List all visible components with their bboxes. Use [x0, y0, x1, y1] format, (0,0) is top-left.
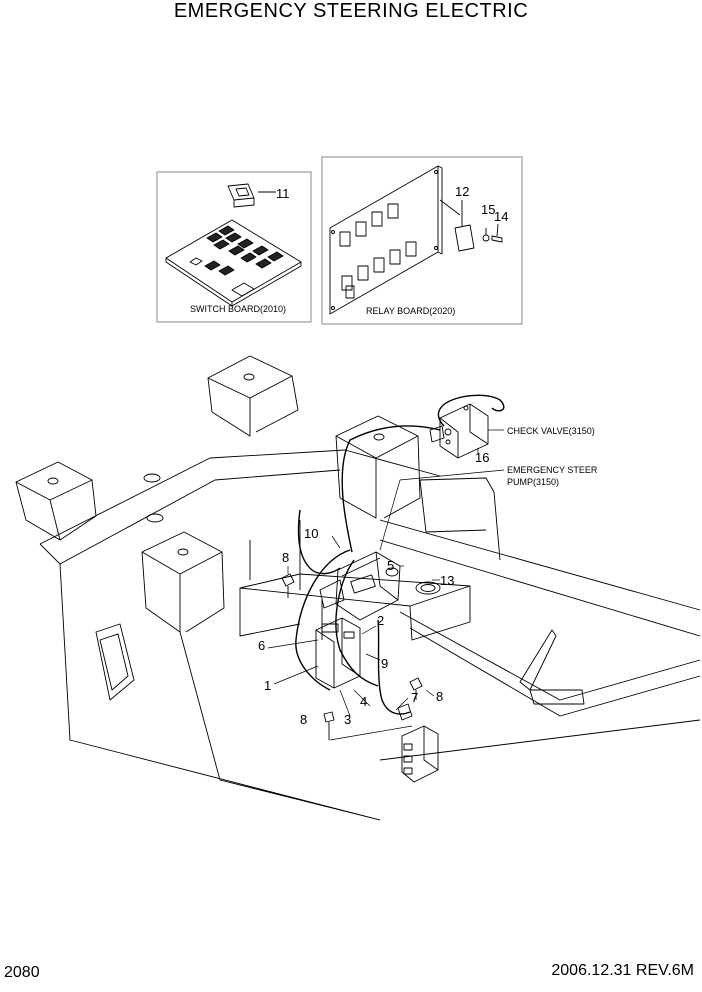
switch-board-caption: SWITCH BOARD(2010): [190, 304, 286, 314]
page-title: EMERGENCY STEERING ELECTRIC: [173, 0, 529, 22]
part-number-6: 6: [258, 638, 265, 653]
part-number-7: 7: [411, 690, 418, 705]
relay-box-drawing: [315, 617, 361, 689]
part-number-1: 1: [264, 678, 271, 693]
emergency-steer-callout-line2: PUMP(3150): [507, 477, 559, 487]
check-valve-callout: CHECK VALVE(3150): [507, 426, 595, 436]
part-number-14: 14: [494, 209, 508, 224]
part-number-8-right: 8: [436, 689, 443, 704]
relay-board-caption: RELAY BOARD(2020): [366, 306, 455, 316]
part-number-3: 3: [344, 712, 351, 727]
relay-board-inset-frame: [321, 156, 523, 325]
check-valve-drawing: [429, 403, 489, 459]
lower-relay-module-drawing: [397, 703, 439, 783]
relay-board-drawing: [329, 165, 503, 315]
emergency-steer-callout-line1: EMERGENCY STEER: [507, 465, 598, 475]
emergency-steer-pump-drawing: [319, 551, 401, 640]
part-number-2: 2: [377, 613, 384, 628]
page-number: 2080: [4, 964, 40, 981]
part-number-8-left: 8: [300, 712, 307, 727]
part-number-10: 10: [304, 526, 318, 541]
part-number-16: 16: [475, 450, 489, 465]
part-number-9: 9: [381, 656, 388, 671]
switch-board-inset-frame: [156, 171, 312, 323]
bolt-group: [281, 573, 423, 740]
part-number-12: 12: [455, 184, 469, 199]
part-number-13: 13: [440, 573, 454, 588]
part-number-4: 4: [360, 694, 367, 709]
part-number-8-top: 8: [282, 550, 289, 565]
part-number-15: 15: [481, 202, 495, 217]
main-frame-drawing: [15, 355, 701, 821]
part-number-5: 5: [387, 558, 394, 573]
wiring-harness: [295, 394, 505, 715]
leader-lines: [267, 429, 505, 741]
part-number-11: 11: [276, 186, 290, 201]
revision-date: 2006.12.31 REV.6M: [551, 962, 694, 979]
switch-board-drawing: [165, 183, 302, 307]
